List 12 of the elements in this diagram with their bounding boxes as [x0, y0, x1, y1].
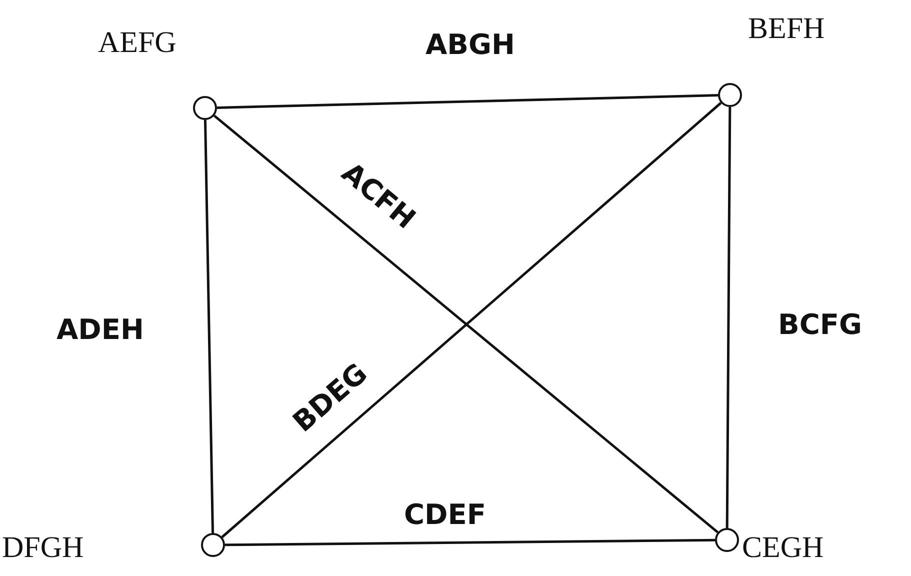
connector-line [224, 538, 716, 546]
vertex-label: BEFH [748, 14, 825, 44]
connector-line [204, 120, 214, 534]
circle-node [193, 96, 217, 120]
circle-node [718, 83, 742, 107]
connector-line [726, 107, 732, 528]
vertex-label: DFGH [2, 533, 84, 563]
circle-node [201, 533, 225, 557]
vertex-label: CEGH [742, 533, 824, 563]
connector-line [216, 94, 718, 109]
vertex-label: AEFG [98, 28, 176, 58]
circle-node [715, 528, 739, 552]
